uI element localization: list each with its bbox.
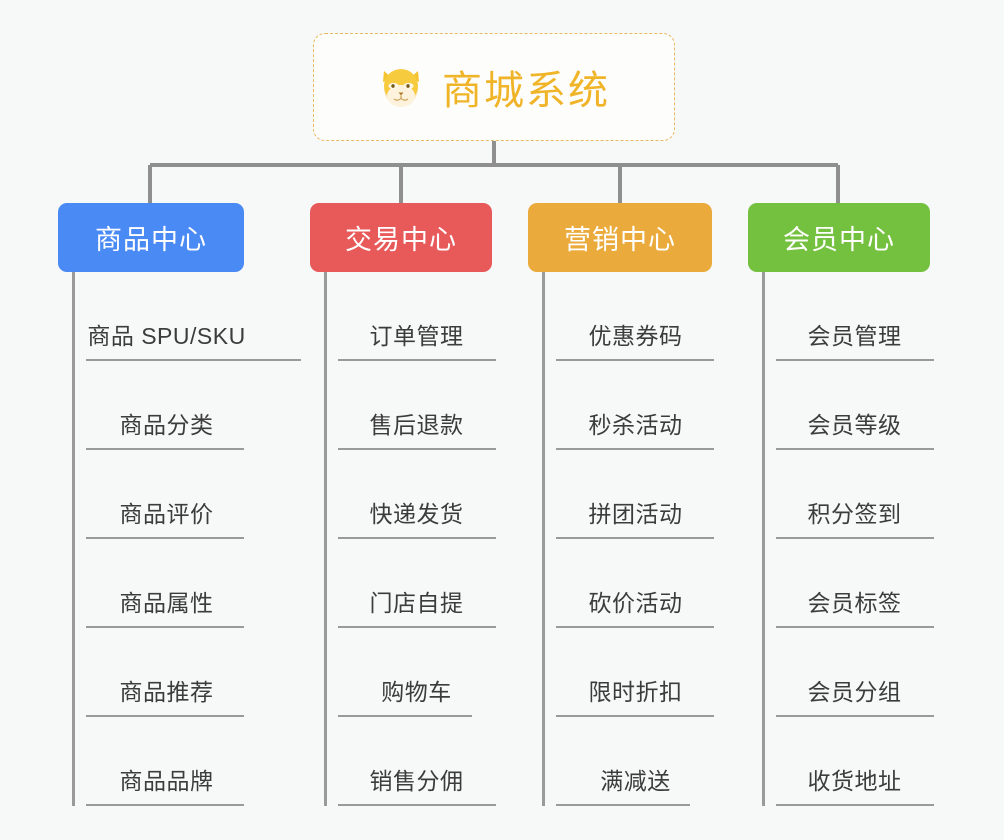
leaf-underline xyxy=(556,448,714,450)
leaf-underline xyxy=(556,537,714,539)
leaf-item[interactable]: 拼团活动 xyxy=(556,450,714,539)
leaf-item[interactable]: 快递发货 xyxy=(338,450,496,539)
leaf-label: 快递发货 xyxy=(369,501,464,527)
leaf-label: 购物车 xyxy=(381,679,452,705)
leaf-label: 商品 SPU/SKU xyxy=(87,323,246,349)
leaf-item[interactable]: 商品评价 xyxy=(86,450,244,539)
leaf-item[interactable]: 积分签到 xyxy=(776,450,934,539)
leaf-label: 会员分组 xyxy=(807,679,902,705)
leaf-label: 秒杀活动 xyxy=(588,412,683,438)
leaf-underline xyxy=(86,537,244,539)
leaf-item[interactable]: 门店自提 xyxy=(338,539,496,628)
root-node[interactable]: 商城系统 xyxy=(313,33,675,141)
leaf-underline xyxy=(338,359,496,361)
branch-header-3[interactable]: 会员中心 xyxy=(748,203,930,272)
leaf-item[interactable]: 商品 SPU/SKU xyxy=(86,290,301,361)
branch-header-1[interactable]: 交易中心 xyxy=(310,203,492,272)
leaf-label: 订单管理 xyxy=(369,323,464,349)
leaf-item[interactable]: 会员标签 xyxy=(776,539,934,628)
leaf-item[interactable]: 销售分佣 xyxy=(338,717,496,806)
leaf-item[interactable]: 商品推荐 xyxy=(86,628,244,717)
branch-column-0: 商品中心 商品 SPU/SKU 商品分类 商品评价 商品属性 xyxy=(58,203,301,806)
leaf-underline xyxy=(776,537,934,539)
branch-header-label: 会员中心 xyxy=(783,225,895,255)
branch-column-2: 营销中心 优惠券码 秒杀活动 拼团活动 砍价活动 xyxy=(528,203,714,806)
root-title: 商城系统 xyxy=(442,69,610,113)
leaf-label: 优惠券码 xyxy=(588,323,683,349)
branch-leaf-list-2: 优惠券码 秒杀活动 拼团活动 砍价活动 限时折扣 xyxy=(542,272,714,806)
leaf-item[interactable]: 会员管理 xyxy=(776,290,934,361)
leaf-label: 商品品牌 xyxy=(119,768,214,794)
leaf-item[interactable]: 订单管理 xyxy=(338,290,496,361)
leaf-label: 会员标签 xyxy=(807,590,902,616)
leaf-label: 门店自提 xyxy=(369,590,464,616)
leaf-label: 销售分佣 xyxy=(369,768,464,794)
leaf-item[interactable]: 满减送 xyxy=(556,717,712,806)
leaf-underline xyxy=(338,448,496,450)
branch-leaf-list-1: 订单管理 售后退款 快递发货 门店自提 购物车 xyxy=(324,272,496,806)
branch-leaf-list-0: 商品 SPU/SKU 商品分类 商品评价 商品属性 商品推荐 xyxy=(72,272,301,806)
leaf-underline xyxy=(776,359,934,361)
leaf-item[interactable]: 会员分组 xyxy=(776,628,934,717)
leaf-underline xyxy=(556,804,690,806)
leaf-underline xyxy=(86,715,244,717)
branch-column-1: 交易中心 订单管理 售后退款 快递发货 门店自提 xyxy=(310,203,496,806)
leaf-label: 限时折扣 xyxy=(588,679,683,705)
leaf-label: 商品评价 xyxy=(119,501,214,527)
branch-header-2[interactable]: 营销中心 xyxy=(528,203,712,272)
leaf-label: 收货地址 xyxy=(807,768,902,794)
leaf-item[interactable]: 售后退款 xyxy=(338,361,496,450)
leaf-item[interactable]: 商品属性 xyxy=(86,539,244,628)
leaf-label: 满减送 xyxy=(600,768,671,794)
leaf-underline xyxy=(338,537,496,539)
leaf-underline xyxy=(86,359,301,361)
leaf-item[interactable]: 限时折扣 xyxy=(556,628,714,717)
leaf-label: 商品分类 xyxy=(119,412,214,438)
leaf-item[interactable]: 商品分类 xyxy=(86,361,244,450)
shiba-dog-face-icon xyxy=(378,63,426,111)
leaf-label: 积分签到 xyxy=(807,501,902,527)
leaf-underline xyxy=(776,448,934,450)
branch-header-label: 商品中心 xyxy=(95,225,207,255)
leaf-item[interactable]: 优惠券码 xyxy=(556,290,714,361)
leaf-underline xyxy=(556,359,714,361)
leaf-label: 售后退款 xyxy=(369,412,464,438)
leaf-item[interactable]: 秒杀活动 xyxy=(556,361,714,450)
leaf-item[interactable]: 会员等级 xyxy=(776,361,934,450)
leaf-label: 商品属性 xyxy=(119,590,214,616)
branch-header-label: 营销中心 xyxy=(564,225,676,255)
leaf-underline xyxy=(338,804,496,806)
leaf-underline xyxy=(86,448,244,450)
leaf-underline xyxy=(776,626,934,628)
leaf-underline xyxy=(86,804,244,806)
branch-column-3: 会员中心 会员管理 会员等级 积分签到 会员标签 xyxy=(748,203,934,806)
leaf-item[interactable]: 砍价活动 xyxy=(556,539,714,628)
leaf-label: 会员管理 xyxy=(807,323,902,349)
leaf-underline xyxy=(338,626,496,628)
leaf-label: 拼团活动 xyxy=(588,501,683,527)
leaf-underline xyxy=(338,715,472,717)
leaf-label: 砍价活动 xyxy=(588,590,683,616)
branch-leaf-list-3: 会员管理 会员等级 积分签到 会员标签 会员分组 xyxy=(762,272,934,806)
leaf-underline xyxy=(776,804,934,806)
leaf-underline xyxy=(556,626,714,628)
leaf-underline xyxy=(556,715,714,717)
leaf-underline xyxy=(776,715,934,717)
leaf-item[interactable]: 收货地址 xyxy=(776,717,934,806)
leaf-label: 商品推荐 xyxy=(119,679,214,705)
branch-header-label: 交易中心 xyxy=(345,225,457,255)
leaf-underline xyxy=(86,626,244,628)
leaf-item[interactable]: 商品品牌 xyxy=(86,717,244,806)
branch-header-0[interactable]: 商品中心 xyxy=(58,203,244,272)
leaf-label: 会员等级 xyxy=(807,412,902,438)
leaf-item[interactable]: 购物车 xyxy=(338,628,492,717)
